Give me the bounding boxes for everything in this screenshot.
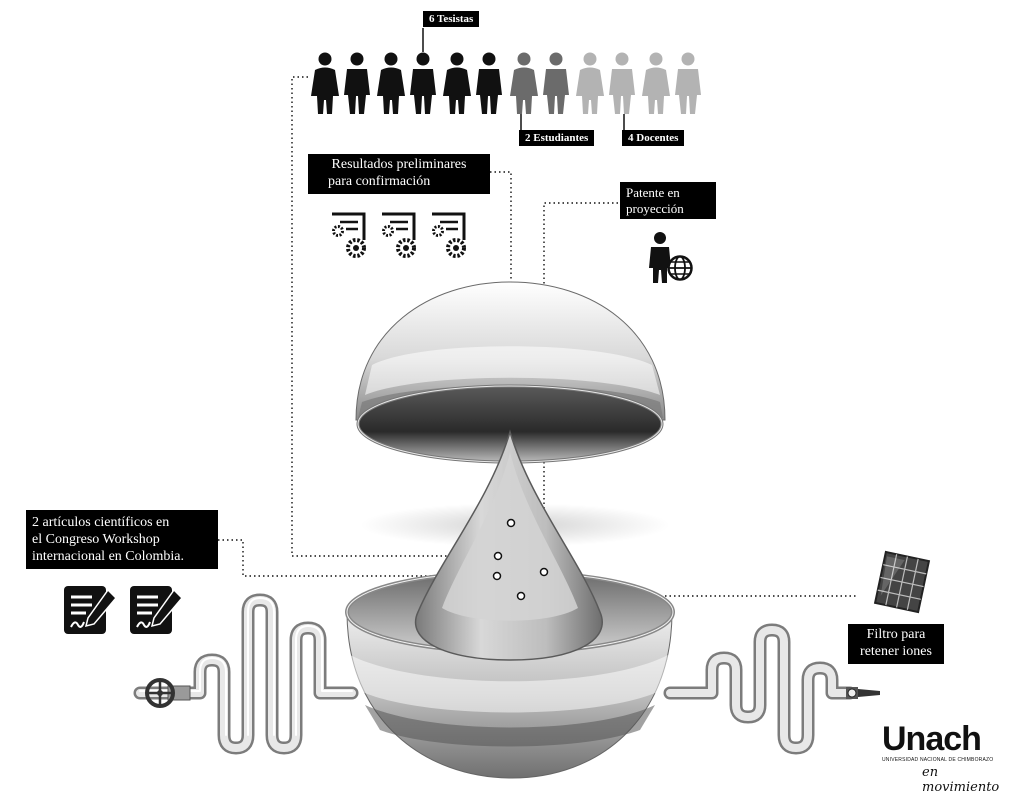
document-gear-icons — [332, 212, 466, 258]
document-gear-icon — [432, 212, 466, 258]
person-icon — [311, 52, 339, 114]
callout-line: internacional en Colombia. — [32, 549, 185, 565]
article-pen-icon — [130, 586, 184, 634]
water-drop — [415, 429, 603, 661]
callout-line: Resultados preliminares — [331, 157, 467, 172]
unach-logo: Unach UNIVERSIDAD NACIONAL DE CHIMBORAZO… — [882, 722, 1012, 795]
solar-panel-icon — [873, 550, 931, 614]
person-icon — [675, 52, 701, 114]
logo-subtitle: UNIVERSIDAD NACIONAL DE CHIMBORAZO — [882, 757, 994, 763]
person-icon — [609, 52, 635, 114]
document-gear-icon — [332, 212, 366, 258]
callout-line: 2 artículos científicos en — [32, 515, 170, 530]
article-pen-icon — [64, 586, 118, 634]
person-icon — [476, 52, 502, 114]
right-pipe — [663, 623, 857, 755]
callout-line: retener iones — [860, 643, 932, 659]
filtro-callout: Filtro para retener iones — [848, 624, 944, 664]
patente-callout: Patente en proyección — [620, 182, 716, 220]
resultados-callout: Resultados preliminares para confirmació… — [308, 154, 490, 194]
team-figures — [311, 52, 701, 114]
callout-line: para confirmación — [328, 173, 431, 189]
top-hemisphere — [355, 281, 666, 464]
document-gear-icon — [382, 212, 416, 258]
articulos-callout: 2 artículos científicos en el Congreso W… — [26, 510, 218, 570]
person-icon — [543, 52, 569, 114]
connector-endpoints — [492, 518, 549, 601]
callout-line: Filtro para — [866, 627, 926, 642]
callout-line: Patente en — [626, 185, 680, 200]
businessman-globe-icon — [649, 232, 693, 283]
person-icon — [410, 52, 436, 114]
estudiantes-label: 2 Estudiantes — [519, 130, 595, 146]
tesistas-label: 6 Tesistas — [423, 11, 480, 27]
nozzle-icon — [846, 687, 880, 699]
logo-name: Unach — [882, 720, 982, 758]
person-icon — [377, 52, 405, 114]
left-pipe — [133, 593, 359, 755]
person-icon — [344, 52, 370, 114]
logo-tagline: en movimiento — [922, 765, 1000, 795]
person-icon — [576, 52, 604, 114]
person-icon — [642, 52, 670, 114]
person-icon — [510, 52, 538, 114]
docentes-label: 4 Docentes — [622, 130, 685, 146]
callout-line: proyección — [626, 200, 684, 216]
article-pen-icons — [64, 586, 184, 634]
callout-line: el Congreso Workshop — [32, 532, 160, 548]
person-icon — [443, 52, 471, 114]
valve-wheel-icon — [145, 678, 191, 708]
